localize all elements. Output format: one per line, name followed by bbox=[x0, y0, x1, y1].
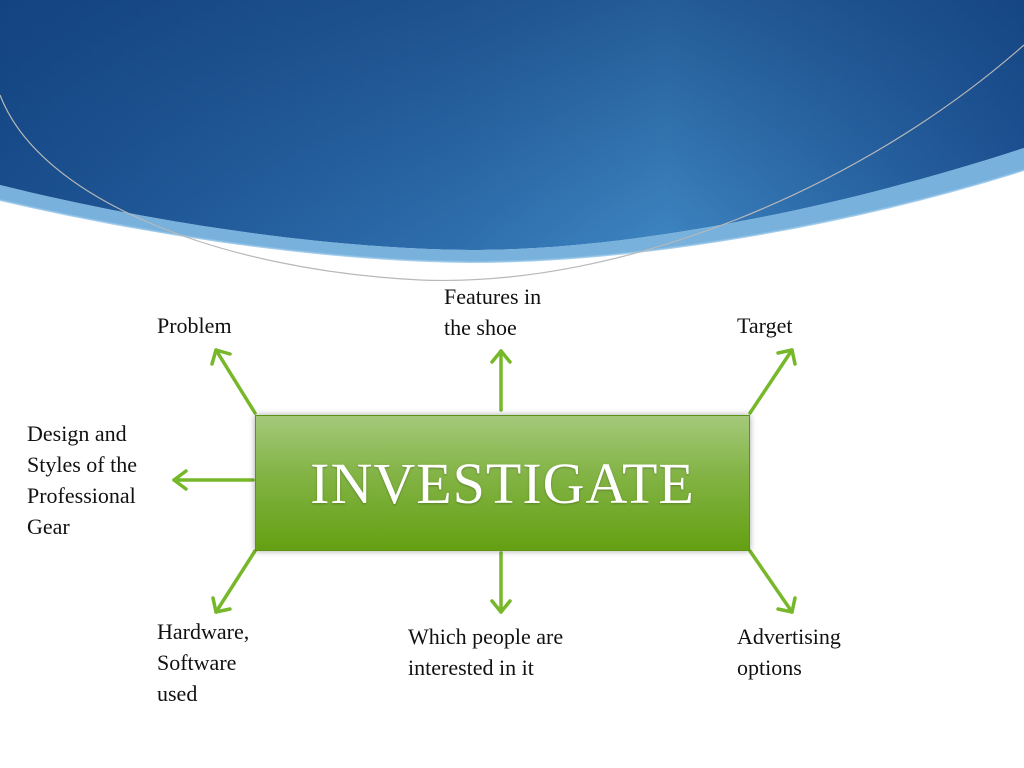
arrow-advertising bbox=[748, 549, 794, 614]
node-problem: Problem bbox=[157, 313, 232, 338]
header-decoration bbox=[0, 0, 1024, 282]
node-target: Target bbox=[737, 313, 793, 338]
arrow-problem bbox=[214, 348, 257, 415]
node-design: Design and Styles of the Professional Ge… bbox=[27, 421, 137, 539]
investigate-box: INVESTIGATE bbox=[255, 415, 750, 551]
node-people: Which people are interested in it bbox=[408, 624, 564, 680]
arrow-hardware bbox=[214, 549, 257, 614]
node-advertising: Advertising options bbox=[737, 624, 841, 680]
arrow-target bbox=[748, 348, 794, 415]
node-hardware: Hardware, Software used bbox=[157, 619, 250, 706]
node-features: Features in the shoe bbox=[444, 284, 542, 340]
center-label: INVESTIGATE bbox=[310, 450, 695, 516]
